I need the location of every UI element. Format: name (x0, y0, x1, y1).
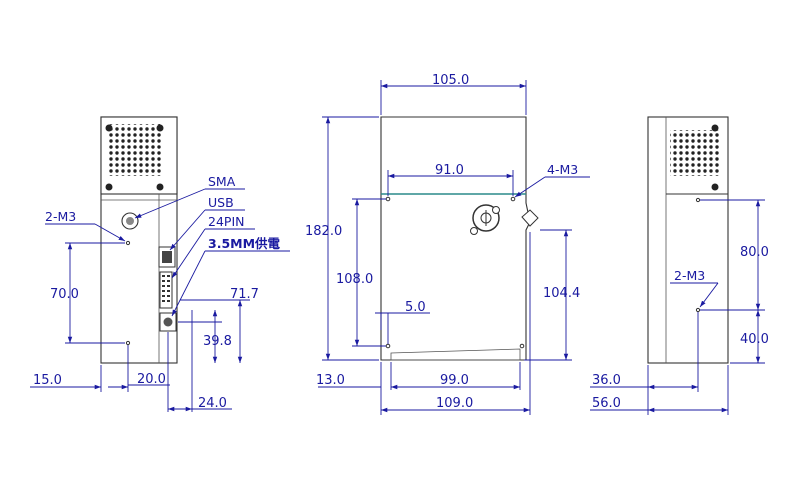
dim-24: 24.0 (198, 396, 227, 411)
dim-108: 108.0 (336, 272, 373, 287)
antenna-connector-icon (521, 209, 539, 227)
dim-20: 20.0 (137, 372, 166, 387)
pin24-header-icon (159, 271, 173, 309)
dim-104-4: 104.4 (543, 286, 580, 301)
callout-front-holes: 4-M3 (547, 162, 578, 177)
dim-182: 182.0 (305, 224, 342, 239)
left-side-view: SMA USB 24PIN 3.5MM供電 2-M3 70.0 71.7 39.… (30, 116, 290, 412)
dim-5: 5.0 (405, 300, 426, 315)
left-vent-grille (109, 124, 161, 176)
right-vent-grille (670, 130, 720, 176)
dim-13: 13.0 (316, 373, 345, 388)
dim-56: 56.0 (592, 396, 621, 411)
front-view: 105.0 91.0 4-M3 182.0 108.0 104.4 5.0 (305, 73, 590, 415)
callout-left-holes: 2-M3 (45, 209, 76, 224)
dim-71-7: 71.7 (230, 287, 259, 302)
front-body-outline (380, 116, 531, 361)
dim-39-8: 39.8 (203, 334, 232, 349)
dim-99: 99.0 (440, 373, 469, 388)
dim-36: 36.0 (592, 373, 621, 388)
dim-91: 91.0 (435, 163, 464, 178)
dim-105: 105.0 (432, 73, 469, 88)
callout-right-holes: 2-M3 (674, 268, 705, 283)
dim-109: 109.0 (436, 396, 473, 411)
callout-usb: USB (208, 195, 234, 210)
callout-24pin: 24PIN (208, 214, 244, 229)
callout-sma: SMA (208, 174, 236, 189)
dim-70: 70.0 (50, 287, 79, 302)
dim-15: 15.0 (33, 373, 62, 388)
right-side-view: 2-M3 80.0 40.0 36.0 56.0 (590, 116, 769, 415)
dim-40: 40.0 (740, 332, 769, 347)
callout-power: 3.5MM供電 (208, 236, 281, 251)
dim-80: 80.0 (740, 245, 769, 260)
